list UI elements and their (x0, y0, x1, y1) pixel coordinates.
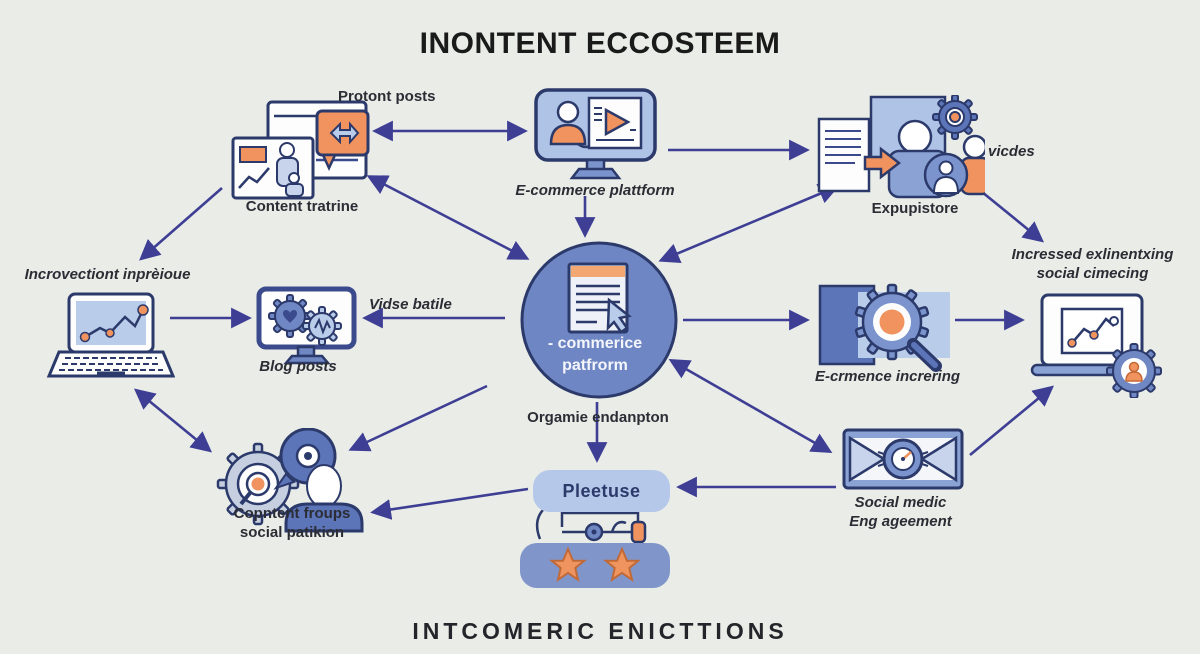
center-label-line2: patfrorm (562, 356, 628, 374)
envelope-target-icon (842, 428, 964, 490)
label-content-tratrine: Content tratrine (245, 198, 359, 215)
label-incressed: Incressed exlinentxing social cimecing (995, 246, 1190, 284)
label-expupistore: Expupistore (871, 200, 959, 217)
label-orgamie: Orgamie endanpton (527, 409, 669, 426)
footer-caption: INTCOMERIC ENICTTIONS (412, 618, 788, 644)
center-label-line1: - commerice (547, 335, 643, 352)
arrow-fleet-groups (370, 487, 529, 520)
label-incrovectiont: Incrovectiont inprèioue (24, 266, 191, 283)
label-vicdes: vicdes (988, 143, 1035, 160)
star-icon (602, 546, 642, 582)
label-blog-posts: Blog posts (259, 358, 337, 375)
label-incressed-line2: social cimecing (1036, 264, 1149, 282)
label-social-line2: Eng ageement (849, 512, 952, 530)
content-cards-icon (231, 100, 370, 200)
persona-gear-icon (216, 428, 364, 533)
page-title: INONTENT ECCOSTEEM (419, 27, 781, 60)
fleetuse-box: Pleetuse (533, 470, 670, 512)
label-ecommerce-platform: E-commerce plattform (515, 182, 675, 199)
label-copntent-line2: social patikion (239, 523, 345, 541)
gear-magnifier-icon (818, 283, 950, 372)
arrow-envelope-rightlaptop (969, 385, 1055, 457)
arrow-content-laptop (139, 187, 223, 261)
arrow-expupistore-incressed (981, 190, 1045, 243)
label-copntent: Copntent froups social patikion (207, 505, 377, 543)
label-protont-posts: Protont posts (338, 88, 436, 105)
label-social-media: Social medic Eng ageement (828, 494, 973, 532)
fleetuse-label: Pleetuse (562, 480, 641, 501)
label-incressed-line1: Incressed exlinentxing (1011, 246, 1174, 263)
arrow-laptop-groups (133, 388, 213, 453)
arrow-center-content (366, 175, 530, 260)
label-ecrmence: E-crmence increring (814, 368, 961, 385)
blog-gears-monitor-icon (256, 286, 357, 365)
arrow-center-envelope (668, 359, 833, 453)
laptop-gear-user-icon (1030, 293, 1162, 398)
label-social-line1: Social medic (854, 494, 947, 511)
laptop-chart-icon (46, 292, 175, 378)
label-copntent-line1: Copntent froups (233, 505, 351, 522)
expupistore-people-icon (817, 95, 985, 199)
arrow-center-groups (348, 384, 488, 452)
label-vidse-batile: Vidse batile (369, 296, 452, 313)
arrow-center-expupistore (658, 183, 840, 264)
rating-stars-box (520, 543, 670, 588)
star-icon (548, 546, 588, 582)
center-node-label: - commerice patfrorm (520, 333, 670, 376)
center-document-icon (520, 241, 678, 399)
ecommerce-monitor-icon (534, 88, 657, 180)
